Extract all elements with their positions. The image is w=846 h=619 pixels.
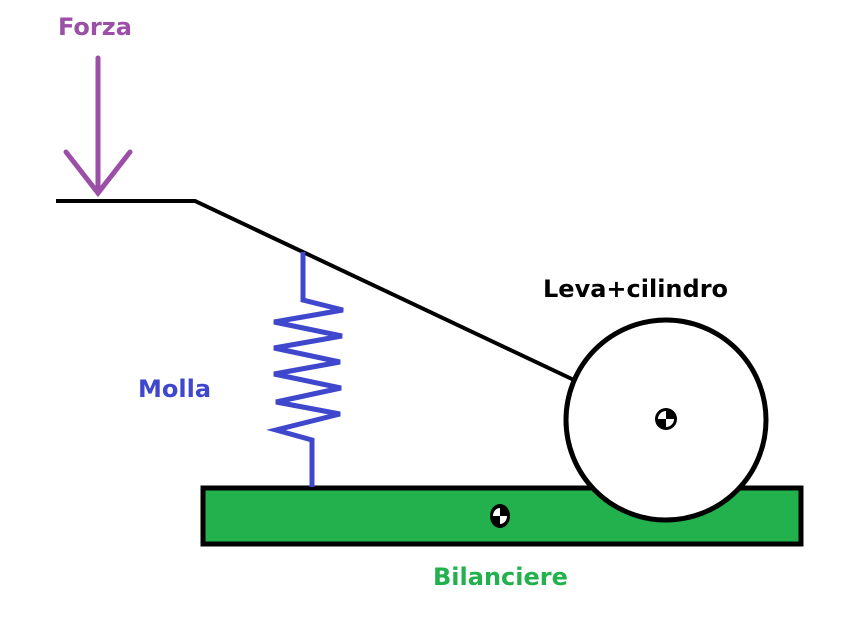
lever-line xyxy=(56,199,575,382)
cylinder-pivot-icon xyxy=(655,408,677,430)
rocker-pivot-icon xyxy=(490,504,510,528)
force-arrow-head xyxy=(63,149,133,198)
force-arrow xyxy=(63,55,133,198)
rocker-label: Bilanciere xyxy=(433,563,568,591)
lever-cylinder-label: Leva+cilindro xyxy=(543,275,728,303)
force-label: Forza xyxy=(58,13,132,41)
spring xyxy=(266,252,344,487)
spring-label: Molla xyxy=(138,375,211,403)
